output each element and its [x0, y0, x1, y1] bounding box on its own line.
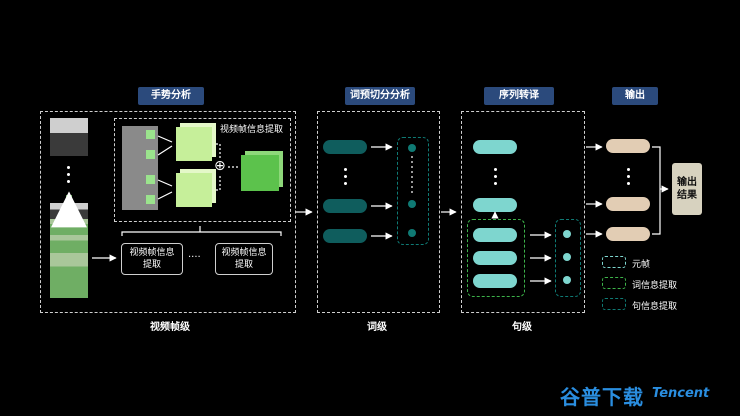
- seq-node-3: [563, 276, 571, 284]
- feature-cube-merged: [241, 155, 279, 191]
- word-info-extract-box: [397, 137, 429, 245]
- sign-person-image-4: [50, 253, 88, 298]
- sign-person-image-top: [50, 118, 88, 156]
- plus-symbol: ⊕: [214, 158, 226, 174]
- word-node-2: [408, 200, 416, 208]
- word-title-tag: 词预切分分析: [345, 87, 415, 105]
- frame-info-inner-label: 视频帧信息提取: [220, 125, 284, 135]
- legend-swatch-sentence-extract: [602, 298, 626, 310]
- feature-cube-top: [176, 127, 212, 161]
- word-node-3: [408, 229, 416, 237]
- watermark-sub: Tencent: [652, 386, 710, 401]
- seq-node-1: [563, 230, 571, 238]
- output-title-tag: 输出: [612, 87, 658, 105]
- output-pill-1: [606, 139, 650, 153]
- seq-pill-5: [473, 274, 517, 288]
- feature-cube-bottom: [176, 173, 212, 207]
- word-bottom-label: 词级: [367, 322, 387, 333]
- word-pill-3: [323, 229, 367, 243]
- watermark-logo: 谷普下载: [560, 385, 644, 409]
- legend-label-sentence-extract: 句信息提取: [632, 302, 678, 312]
- output-result-box: 输出 结果: [672, 163, 702, 215]
- output-pill-2: [606, 197, 650, 211]
- gesture-title-tag: 手势分析: [138, 87, 204, 105]
- seq-inner-box: [467, 219, 525, 297]
- frame-info-inner-box: [114, 118, 291, 222]
- legend-label-meta-frame: 元帧: [632, 260, 651, 270]
- seq-info-extract-box: [555, 219, 581, 297]
- seq-node-2: [563, 253, 571, 261]
- frames-ellipsis-vertical: [67, 166, 70, 187]
- frame-extract-box-2: 视频帧信息 提取: [215, 243, 273, 275]
- output-pill-3: [606, 227, 650, 241]
- seq-pill-4: [473, 251, 517, 265]
- legend-swatch-meta-frame: [602, 256, 626, 268]
- extract-ellipsis: ····: [188, 252, 201, 263]
- legend-label-word-extract: 词信息提取: [632, 281, 678, 291]
- seq-ellipsis: [494, 168, 497, 189]
- sequence-panel: [461, 111, 585, 313]
- frame-extract-box-1: 视频帧信息 提取: [121, 243, 183, 275]
- word-ellipsis: [344, 168, 347, 189]
- sign-person-image-3: [50, 235, 88, 253]
- seq-pill-1: [473, 140, 517, 154]
- feature-stack-cells: [146, 130, 155, 204]
- sequence-bottom-label: 句级: [512, 322, 532, 333]
- word-pill-2: [323, 199, 367, 213]
- gesture-panel: [40, 111, 296, 313]
- word-pill-1: [323, 140, 367, 154]
- word-panel: [317, 111, 440, 313]
- gesture-bottom-label: 视频帧级: [150, 322, 190, 333]
- legend-swatch-word-extract: [602, 277, 626, 289]
- seq-pill-3: [473, 228, 517, 242]
- sequence-title-tag: 序列转译: [484, 87, 554, 105]
- word-node-1: [408, 144, 416, 152]
- output-ellipsis: [627, 168, 630, 189]
